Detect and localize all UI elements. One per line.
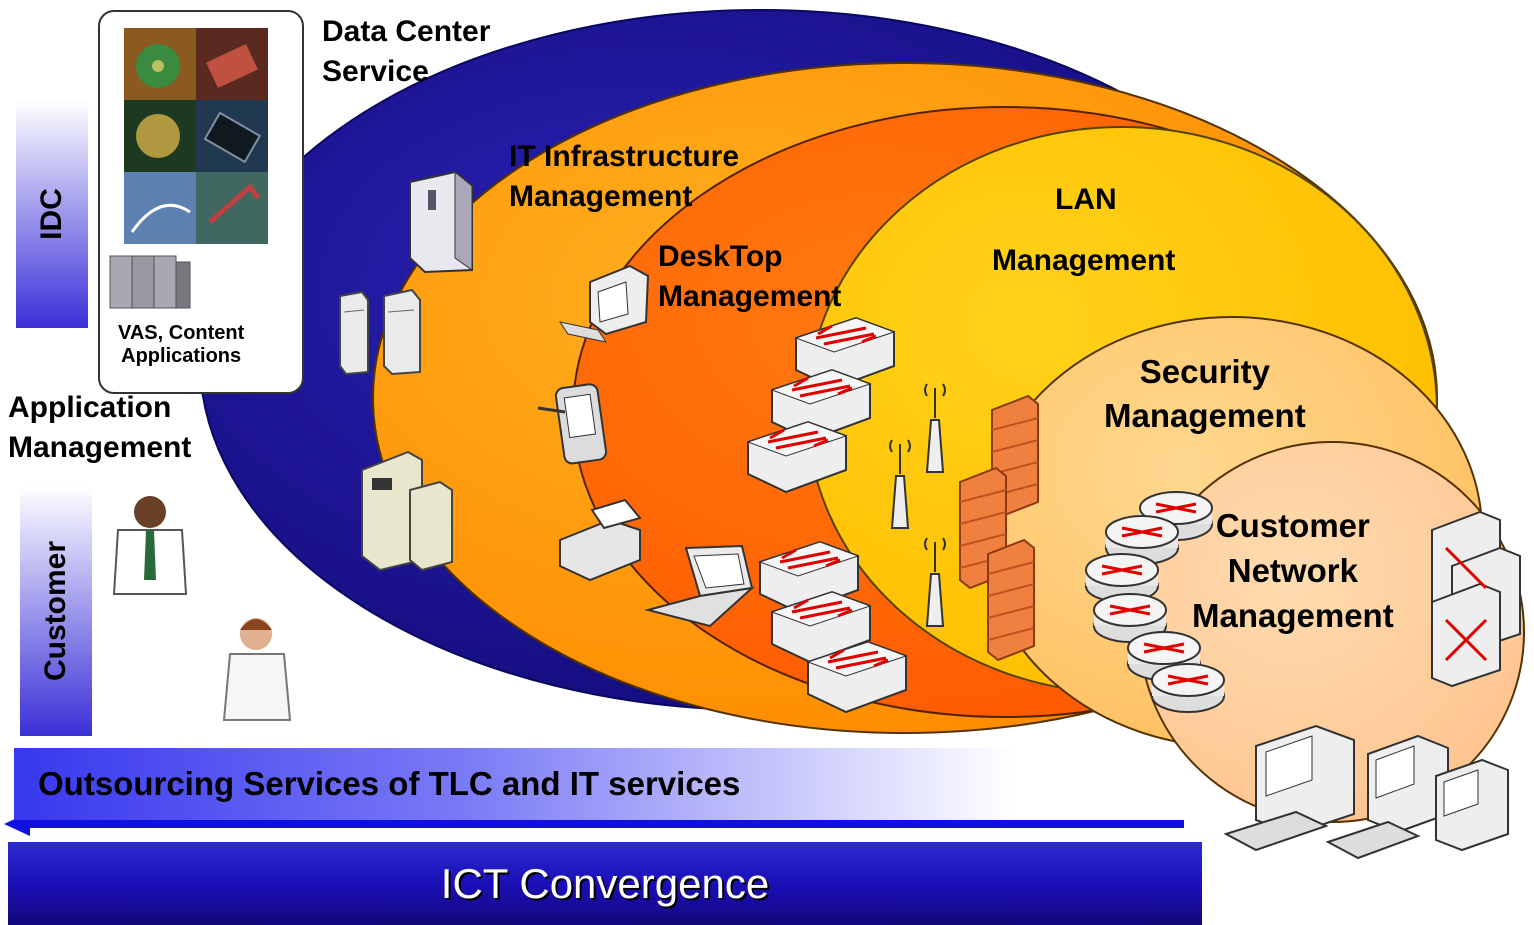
- ict-convergence-bar: ICT Convergence: [8, 842, 1202, 925]
- outsourcing-label: Outsourcing Services of TLC and IT servi…: [38, 765, 741, 802]
- vas-content-label: VAS, Content Applications: [118, 322, 245, 367]
- lan-management-label: Management: [992, 244, 1176, 277]
- media-thumbnails: [109, 28, 268, 309]
- it-infrastructure-label: IT Infrastructure Management: [509, 140, 740, 213]
- outsourcing-banner: [14, 748, 1014, 820]
- data-center-service-label: Data Center Service: [322, 15, 491, 88]
- pda-icon: [537, 383, 608, 465]
- switch-stack-upper-icon: [746, 316, 896, 494]
- desktop-management-label: DeskTop Management: [658, 240, 842, 313]
- woman-customer-icon: [222, 618, 292, 721]
- application-management-label: Application Management: [8, 391, 192, 464]
- customer-side-bar: Customer: [20, 486, 92, 736]
- security-management-label: Security Management: [1104, 353, 1306, 434]
- man-customer-icon: [112, 496, 188, 595]
- router-icons: [1085, 491, 1225, 713]
- customer-network-label: Customer Network Management: [1192, 507, 1394, 634]
- printer-icon: [559, 498, 642, 582]
- idc-side-bar: IDC: [16, 100, 88, 328]
- laptop-icon: [644, 544, 756, 628]
- lan-title-label: LAN: [1055, 183, 1117, 216]
- server-pair-icon: [339, 288, 421, 376]
- ict-convergence-label: ICT Convergence: [440, 859, 770, 907]
- switch-stack-lower-icon: [758, 540, 908, 714]
- vas-content-panel: [98, 10, 304, 394]
- desktop-monitor-icon: [558, 264, 650, 343]
- mainframe-icon: [361, 450, 453, 572]
- firewall-icons: [959, 394, 1039, 662]
- core-switch-icons: [1431, 510, 1521, 688]
- tower-server-icon: [409, 170, 473, 274]
- workstation-icons: [1223, 724, 1509, 860]
- wireless-access-point-icons: [889, 383, 946, 627]
